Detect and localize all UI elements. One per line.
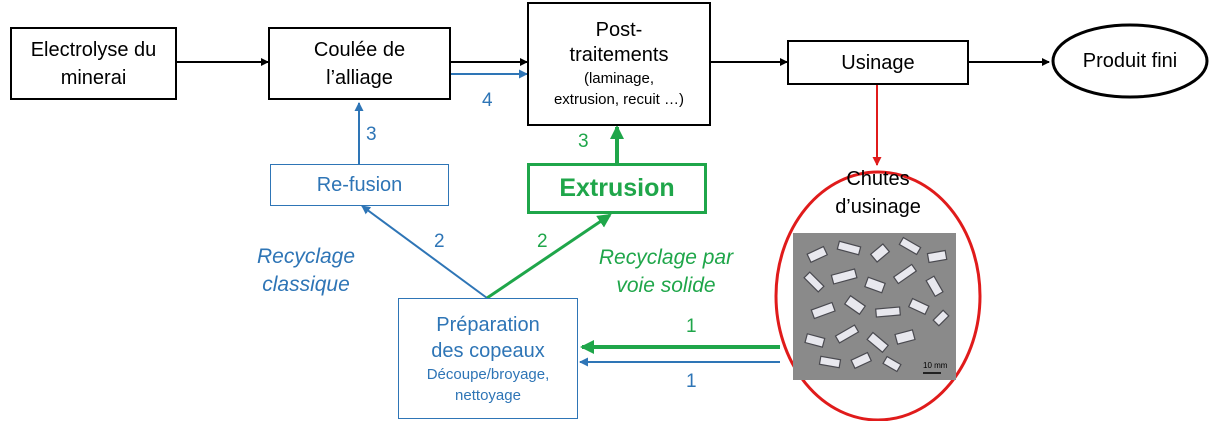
chips-photo: 10 mm — [793, 233, 956, 380]
label-recyclage-solide: Recyclage par voie solide — [578, 244, 754, 300]
node-chutes-line2: d’usinage — [835, 196, 921, 218]
node-refusion-label: Re-fusion — [316, 174, 403, 196]
produit-fini-ellipse — [1051, 23, 1209, 99]
node-post-title-line2: traitements — [569, 44, 669, 66]
node-electrolyse-line1: Electrolyse du — [30, 38, 157, 61]
node-electrolyse-line2: minerai — [60, 66, 127, 89]
node-preparation-details-line2: nettoyage — [455, 386, 521, 404]
step-extrusion-post: 3 — [578, 131, 589, 152]
node-chutes-line1: Chutes — [846, 168, 910, 190]
step-prep-extrusion: 2 — [537, 231, 548, 252]
label-recyclage-solide-line2: voie solide — [616, 274, 716, 297]
step-chutes-prep-green: 1 — [686, 316, 697, 337]
label-recyclage-solide-line1: Recyclage par — [598, 246, 734, 269]
label-recyclage-classique-line1: Recyclage — [256, 245, 356, 268]
node-extrusion-label: Extrusion — [559, 174, 675, 202]
node-post-traitements: Post- traitements (laminage, extrusion, … — [527, 2, 711, 126]
node-produit-fini-label: Produit fini — [1082, 50, 1178, 72]
node-chutes: Chutes d’usinage — [808, 160, 948, 226]
node-coulee: Coulée de l’alliage — [268, 27, 451, 100]
node-post-title-line1: Post- — [595, 19, 643, 41]
node-coulee-line1: Coulée de — [313, 38, 406, 61]
step-coulee-post: 4 — [482, 90, 493, 111]
node-preparation-details-line1: Découpe/broyage, — [426, 365, 550, 383]
label-recyclage-classique: Recyclage classique — [243, 243, 369, 299]
node-refusion: Re-fusion — [270, 164, 449, 206]
node-usinage-label: Usinage — [841, 51, 915, 74]
node-preparation: Préparation des copeaux Découpe/broyage,… — [398, 298, 578, 419]
step-chutes-prep-blue: 1 — [686, 371, 697, 392]
node-extrusion: Extrusion — [527, 163, 707, 214]
node-electrolyse: Electrolyse du minerai — [10, 27, 177, 100]
node-usinage: Usinage — [787, 40, 969, 85]
node-preparation-title-line2: des copeaux — [431, 339, 545, 362]
node-post-details-line2: extrusion, recuit …) — [553, 91, 685, 108]
scale-bar-label: 10 mm — [923, 361, 948, 370]
node-preparation-title-line1: Préparation — [436, 313, 540, 336]
arrow-prep-extrusion — [486, 213, 612, 300]
node-produit-fini: Produit fini — [1063, 44, 1197, 78]
step-prep-refusion: 2 — [434, 231, 445, 252]
label-recyclage-classique-line2: classique — [262, 273, 350, 296]
arrow-prep-refusion — [361, 205, 488, 299]
node-coulee-line2: l’alliage — [326, 66, 393, 89]
step-refusion-coulee: 3 — [366, 124, 377, 145]
node-post-details-line1: (laminage, — [583, 70, 655, 87]
